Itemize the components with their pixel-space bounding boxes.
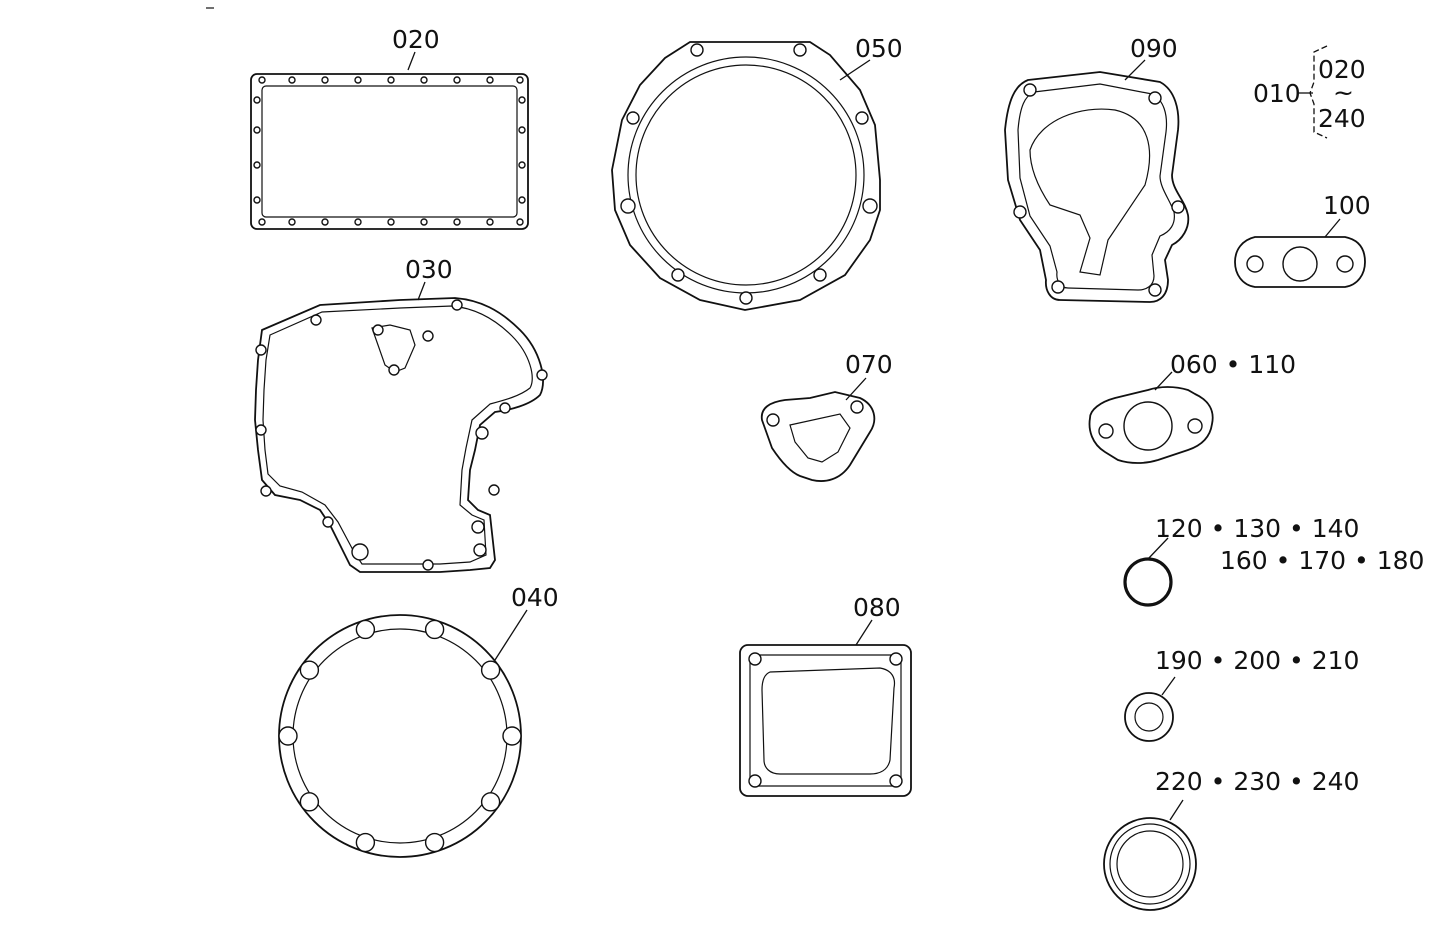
- bolt-hole: [258, 76, 266, 84]
- bolt-hole: [518, 96, 526, 104]
- bolt-hole: [354, 76, 362, 84]
- bolt-hole: [253, 126, 261, 134]
- bolt-hole: [424, 832, 445, 853]
- bolt-hole: [480, 792, 501, 812]
- bolt-hole: [387, 218, 395, 226]
- bolt-hole: [453, 76, 461, 84]
- bolt-hole: [420, 218, 428, 226]
- bolt-hole: [387, 76, 395, 84]
- bolt-hole: [518, 161, 526, 169]
- label-set-tilde: ~: [1333, 78, 1354, 107]
- label-030: 030: [405, 255, 453, 284]
- bolt-hole: [420, 76, 428, 84]
- label-080: 080: [853, 593, 901, 622]
- bolt-hole: [453, 218, 461, 226]
- label-220-240: 220 • 230 • 240: [1155, 767, 1359, 796]
- bolt-hole: [516, 76, 524, 84]
- seal-220-240: 220 • 230 • 240: [1103, 767, 1359, 911]
- washer-190-210: 190 • 200 • 210: [1124, 646, 1359, 742]
- gasket-070: 070: [760, 350, 893, 482]
- bolt-hole: [253, 196, 261, 204]
- gasket-090: 090: [1004, 34, 1190, 303]
- bolt-hole: [486, 76, 494, 84]
- set-010-marker: 010 020 ~ 240: [1253, 45, 1366, 139]
- label-100: 100: [1323, 191, 1371, 220]
- bolt-hole: [299, 660, 320, 680]
- gasket-100: 100: [1234, 191, 1371, 288]
- bolt-hole: [299, 792, 320, 812]
- bolt-hole: [288, 218, 296, 226]
- gasket-060-110: 060 • 110: [1088, 350, 1296, 464]
- bolt-hole: [253, 96, 261, 104]
- gasket-050: 050: [611, 34, 903, 311]
- label-050: 050: [855, 34, 903, 63]
- bolt-hole: [480, 660, 501, 680]
- bolt-hole: [288, 76, 296, 84]
- label-set-to: 240: [1318, 104, 1366, 133]
- label-120-140: 120 • 130 • 140: [1155, 514, 1359, 543]
- bolt-hole: [518, 126, 526, 134]
- gasket-080: 080: [739, 593, 912, 797]
- label-set-from: 020: [1318, 55, 1366, 84]
- bolt-hole: [486, 218, 494, 226]
- bolt-hole: [321, 76, 329, 84]
- label-070: 070: [845, 350, 893, 379]
- bolt-hole: [278, 726, 298, 746]
- bolt-hole: [355, 832, 376, 853]
- bolt-hole: [502, 726, 522, 746]
- label-190-210: 190 • 200 • 210: [1155, 646, 1359, 675]
- bolt-hole: [258, 218, 266, 226]
- bolt-hole: [354, 218, 362, 226]
- bolt-hole: [518, 196, 526, 204]
- oring-120-180: 120 • 130 • 140 160 • 170 • 180: [1123, 514, 1424, 607]
- bolt-hole: [321, 218, 329, 226]
- label-040: 040: [511, 583, 559, 612]
- label-160-180: 160 • 170 • 180: [1220, 546, 1424, 575]
- gasket-020: 020: [250, 25, 529, 230]
- bolt-hole: [516, 218, 524, 226]
- bolt-hole: [253, 161, 261, 169]
- bolt-hole: [355, 619, 376, 640]
- label-090: 090: [1130, 34, 1178, 63]
- gasket-030: 030: [254, 255, 548, 573]
- gasket-040: 040: [278, 583, 559, 858]
- bolt-hole: [424, 619, 445, 640]
- label-060-110: 060 • 110: [1170, 350, 1296, 379]
- label-010: 010: [1253, 79, 1301, 108]
- label-020: 020: [392, 25, 440, 54]
